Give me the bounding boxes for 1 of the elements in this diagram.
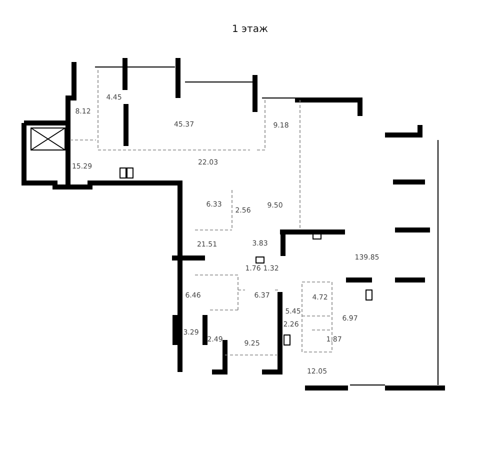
floor-title: 1 этаж [231,24,269,35]
